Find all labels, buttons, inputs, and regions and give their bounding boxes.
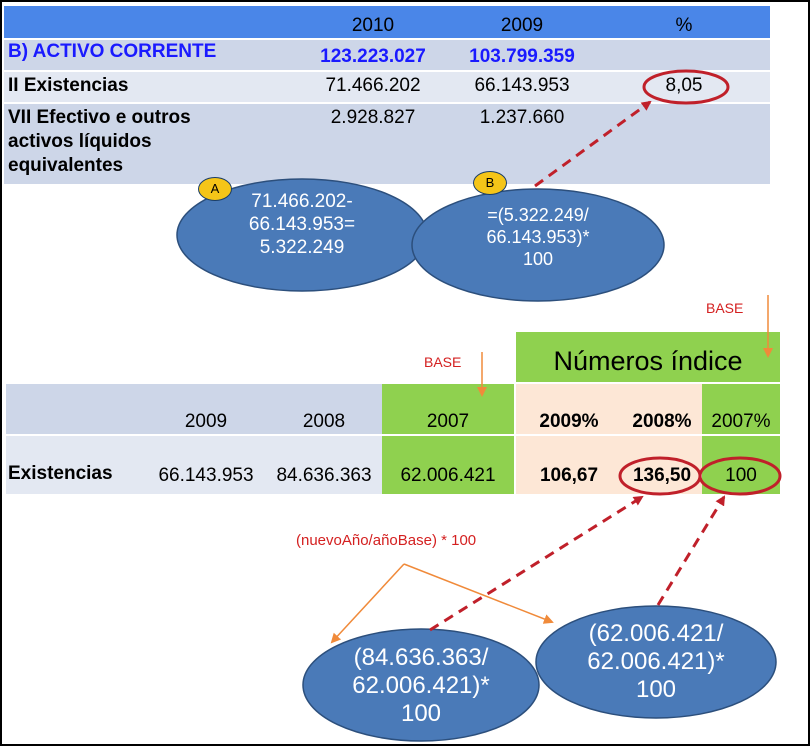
t2-header-2008pct: 2008% [622,384,702,434]
t2-row-2008: 84.636.363 [266,436,382,494]
bubble-b-line-2: 66.143.953)* [486,227,590,247]
base-label-1: BASE [424,354,462,370]
t2-header-2007: 2007 [382,384,514,434]
t2-row-label: Existencias [6,436,146,494]
highlight-136-circle [618,456,702,496]
bubble-a-line-1: 71.466.202- [251,191,353,212]
highlight-100-circle [698,456,782,496]
bubble-b-shape [411,188,665,302]
bubble-b-line-3: 100 [522,249,554,269]
bubble-c-line-2: 62.006.421)* [352,672,490,699]
t1-row-activo-label: B) ACTIVO CORRENTE [4,40,300,70]
arrow-c-to-136 [429,495,644,632]
bubble-b-line-1: =(5.322.249/ [487,205,589,225]
t2-row-2007: 62.006.421 [382,436,514,494]
t1-row-efectivo-label: VII Efectivo e outros activos líquidos e… [4,104,300,184]
bubble-d-shape [535,605,777,719]
t1-row-efectivo-label-line-2: activos líquidos [8,131,152,152]
t2-row-2009pct: 106,67 [516,436,622,494]
bubble-c-line-3: 100 [400,700,442,727]
t1-row-efectivo-pct [598,104,770,184]
t2-row-2009: 66.143.953 [146,436,266,494]
formula-arrow-left [330,563,405,644]
highlight-pct-circle [642,69,730,105]
t1-row-existencias-2010: 71.466.202 [300,72,446,102]
bubble-c-line-1: (84.636.363/ [353,644,489,671]
t1-row-efectivo-2010: 2.928.827 [300,104,446,184]
arrow-b-to-pct [534,100,652,188]
t2-header-2008: 2008 [266,384,382,434]
formula-arrow-right [403,563,554,624]
t1-row-activo-2010: 123.223.027 [300,40,446,70]
t1-row-efectivo-label-line-1: VII Efectivo e outros [8,107,191,128]
t2-header-2009pct: 2009% [516,384,622,434]
bubble-b-text: =(5.322.249/ 66.143.953)* 100 [430,204,646,270]
t1-row-existencias-pct: 8,05 [598,72,770,102]
t1-row-existencias-label: II Existencias [4,72,300,102]
t1-header-blank [4,6,300,38]
t1-row-existencias-2009: 66.143.953 [446,72,598,102]
t1-row-efectivo-2009: 1.237.660 [446,104,598,184]
bubble-d-line-2: 62.006.421)* [587,648,725,675]
t2-header-blank [6,384,146,434]
bubble-d-line-1: (62.006.421/ [588,620,724,647]
bubble-c-shape [302,628,540,742]
arrow-d-to-100 [656,495,726,606]
t1-header-2009: 2009 [446,6,598,38]
t1-header-2010: 2010 [300,6,446,38]
t1-header-pct: % [598,6,770,38]
bubble-c-text: (84.636.363/ 62.006.421)* 100 [312,644,530,728]
t1-row-activo-pct [598,40,770,70]
index-header: Números índice [516,332,780,382]
t2-header-2007pct: 2007% [702,384,780,434]
badge-a: A [198,177,232,201]
bubble-a-text: 71.466.202- 66.143.953= 5.322.249 [200,190,404,259]
formula-label: (nuevoAño/añoBase) * 100 [296,532,477,549]
t1-row-efectivo-label-line-3: equivalentes [8,155,124,176]
t2-header-2009: 2009 [146,384,266,434]
bubble-a-line-2: 66.143.953= [248,214,356,235]
badge-b: B [473,171,507,195]
bubble-d-line-3: 100 [635,676,677,703]
bubble-d-text: (62.006.421/ 62.006.421)* 100 [546,620,766,704]
bubble-a-line-3: 5.322.249 [259,237,345,258]
t2-row-2007pct: 100 [702,436,780,494]
base-label-2: BASE [706,300,744,316]
t1-row-activo-2009: 103.799.359 [446,40,598,70]
